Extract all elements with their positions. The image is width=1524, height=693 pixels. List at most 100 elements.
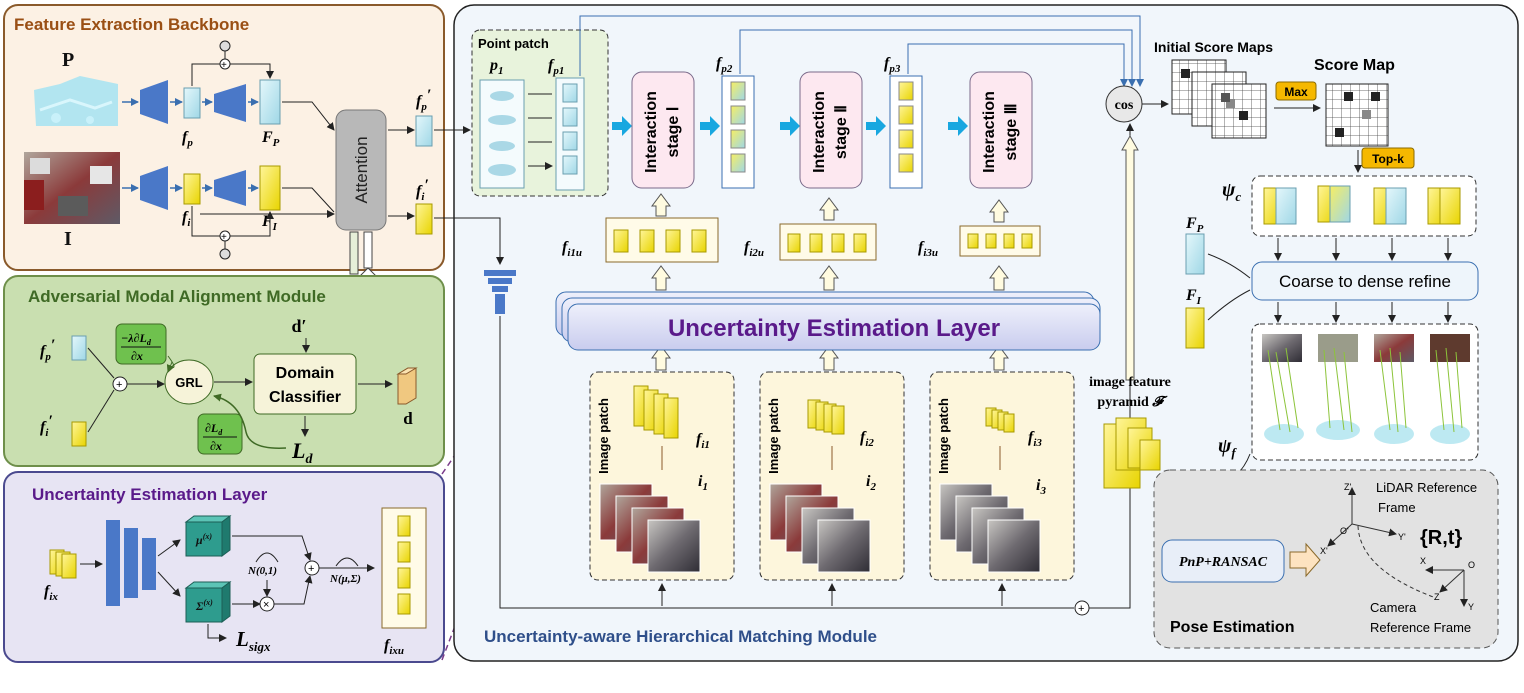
fi3u-label: fi3u [918, 239, 938, 259]
fp-prime-feature [415, 115, 433, 147]
svg-text:PnP+RANSAC: PnP+RANSAC [1179, 555, 1268, 570]
hierarchical-panel: Uncertainty-aware Hierarchical Matching … [434, 4, 1519, 662]
mu-label: μ(x) [195, 532, 212, 547]
image-feature-pyramid [1103, 417, 1161, 489]
adv-fi-prime-label: fi′ [40, 413, 53, 439]
fp-feature [183, 87, 201, 119]
pyramid-label-2: pyramid 𝓕 [1097, 395, 1168, 410]
svg-text:i1: i1 [698, 473, 708, 493]
svg-text:Interaction: Interaction [643, 91, 660, 173]
svg-text:+: + [221, 60, 227, 71]
pyramid-small-icon [484, 270, 516, 314]
cos-label: cos [1115, 98, 1134, 113]
Lsigx-label: Lsigx [235, 627, 271, 654]
score-map [1325, 83, 1389, 147]
interaction-stage-3 [969, 71, 1033, 189]
svg-text:Interaction: Interaction [981, 91, 998, 173]
sigma-block [184, 581, 232, 623]
rt-label: {R,t} [1420, 527, 1462, 549]
image-patch-2: Image patch fi2 i2 [759, 371, 905, 581]
attention-label: Attention [352, 136, 371, 203]
fi2u-label: fi2u [744, 239, 764, 259]
mu-block [184, 515, 232, 557]
hierarchical-title: Uncertainty-aware Hierarchical Matching … [484, 627, 877, 646]
svg-text:Top-k: Top-k [1372, 152, 1404, 166]
fi-label: fi [182, 209, 191, 229]
camera-frame-label-1: Camera [1370, 600, 1417, 615]
svg-text:Classifier: Classifier [269, 389, 341, 406]
d-label: d [403, 409, 413, 428]
fi-prime-label: fi′ [416, 177, 429, 203]
FP-label: FP [261, 129, 280, 149]
image-patch-3: Image patch fi3 i3 [929, 371, 1075, 581]
image-label: I [64, 228, 72, 250]
svg-text:Y: Y [1468, 602, 1474, 612]
point-cloud-image [30, 72, 120, 132]
fixu-label: fixu [384, 637, 404, 657]
uncertainty-estimation-layer [567, 303, 1101, 351]
psi-f-label: ψf [1218, 435, 1237, 460]
svg-text:fi3: fi3 [1028, 429, 1042, 449]
hollow-up-arrows [651, 134, 1139, 381]
point-encoder [140, 80, 168, 124]
image-decoder [214, 170, 246, 206]
point-patch-label: Point patch [478, 36, 549, 51]
svg-text:i2: i2 [866, 473, 876, 493]
interaction-stage-1 [631, 71, 695, 189]
backbone-panel: Feature Extraction Backbone P I fp [3, 4, 445, 277]
psi-c-label: ψc [1222, 179, 1241, 204]
adv-fp-prime-label: fp′ [40, 337, 55, 363]
p1-patch-clouds [488, 91, 516, 176]
domain-classifier [253, 353, 357, 415]
fp3-label: fp3 [884, 55, 901, 75]
point-decoder [214, 84, 246, 122]
flow-arrows [612, 116, 968, 136]
camera-frame-axes [1425, 566, 1468, 607]
coarse-to-dense-refine [1251, 261, 1479, 301]
refine-FI-label: FI [1185, 287, 1202, 307]
fp1-label: fp1 [548, 57, 564, 77]
refine-FP-feature [1185, 233, 1205, 275]
svg-text:stage Ⅲ: stage Ⅲ [1003, 103, 1020, 160]
fi-prime-feature [415, 203, 433, 235]
score-map-label: Score Map [1314, 57, 1395, 74]
svg-text:+: + [221, 232, 227, 243]
svg-text:Image patch: Image patch [766, 398, 781, 474]
uncertainty-inset-title: Uncertainty Estimation Layer [32, 485, 268, 504]
svg-text:+: + [1078, 603, 1084, 615]
attention-block [335, 109, 387, 231]
svg-text:×: × [263, 599, 269, 611]
fp-prime-label: fp′ [416, 87, 431, 113]
adversarial-panel: Adversarial Modal Alignment Module fp′ f… [3, 275, 445, 467]
d-prime-label: d′ [291, 316, 306, 336]
dense-match-box [1251, 323, 1479, 461]
svg-text:Z: Z [1434, 592, 1440, 602]
topk-badge [1361, 147, 1415, 169]
svg-text:Y': Y' [1398, 532, 1406, 542]
sigma-label: Σ(x) [195, 598, 213, 613]
lidar-frame-label-1: LiDAR Reference [1376, 480, 1477, 495]
camera-image [24, 152, 120, 224]
svg-text:Z': Z' [1344, 482, 1351, 492]
coarse-pairs [1263, 185, 1461, 225]
fix-label: fix [44, 583, 58, 603]
backbone-title: Feature Extraction Backbone [14, 15, 249, 34]
coarse-match-box [1251, 175, 1477, 237]
svg-text:Image patch: Image patch [596, 398, 611, 474]
pose-arrow [1289, 542, 1321, 578]
svg-text:+: + [116, 379, 122, 391]
svg-text:O: O [1468, 560, 1475, 570]
fi-feature [183, 173, 201, 205]
initial-score-maps [1171, 59, 1267, 139]
svg-text:−λ∂Ld: −λ∂Ld [121, 331, 152, 347]
d-output-cube [396, 367, 418, 405]
FI-feature [259, 165, 281, 211]
p1-label: p1 [488, 57, 504, 77]
fixu-stack [381, 507, 427, 629]
pnp-ransac-box [1161, 539, 1285, 583]
adv-fp-feature [71, 335, 87, 361]
svg-text:Interaction: Interaction [811, 91, 828, 173]
svg-text:∂x: ∂x [210, 439, 222, 453]
fix-stack [49, 549, 77, 579]
